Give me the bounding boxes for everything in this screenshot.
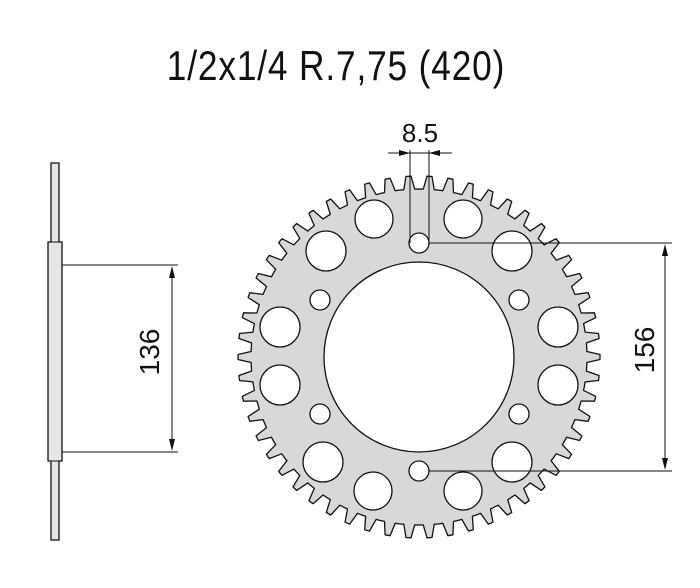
- lightening-holes: [259, 199, 579, 511]
- bolt-hole: [309, 403, 331, 425]
- lightening-hole: [354, 199, 394, 239]
- bolt-hole: [508, 403, 530, 425]
- bolt-hole: [408, 232, 430, 254]
- diagram-title: 1/2x1/4 R.7,75 (420): [166, 42, 506, 89]
- dimension-136-label: 136: [134, 329, 165, 376]
- dimension-136: 136: [62, 264, 178, 453]
- lightening-hole: [259, 364, 301, 406]
- bolt-hole: [508, 289, 530, 311]
- lightening-hole: [305, 230, 347, 272]
- lightening-hole: [537, 364, 579, 406]
- side-profile: [47, 162, 63, 541]
- sprocket-face: [237, 175, 601, 539]
- lightening-hole: [491, 441, 533, 483]
- lightening-hole: [353, 471, 393, 511]
- bolt-hole: [309, 289, 331, 311]
- lightening-hole: [259, 306, 301, 348]
- lightening-hole: [537, 306, 579, 348]
- lightening-hole: [302, 441, 344, 483]
- dimension-8-5-label: 8.5: [402, 118, 438, 148]
- dimension-156: 156: [429, 242, 672, 472]
- dimension-156-label: 156: [629, 327, 660, 374]
- center-bore: [323, 261, 515, 453]
- lightening-hole: [491, 230, 533, 272]
- side-profile-teeth: [47, 162, 63, 541]
- dimension-8-5: 8.5: [388, 118, 452, 243]
- lightening-hole: [443, 199, 483, 239]
- lightening-hole: [443, 471, 483, 511]
- bolt-hole: [408, 460, 430, 482]
